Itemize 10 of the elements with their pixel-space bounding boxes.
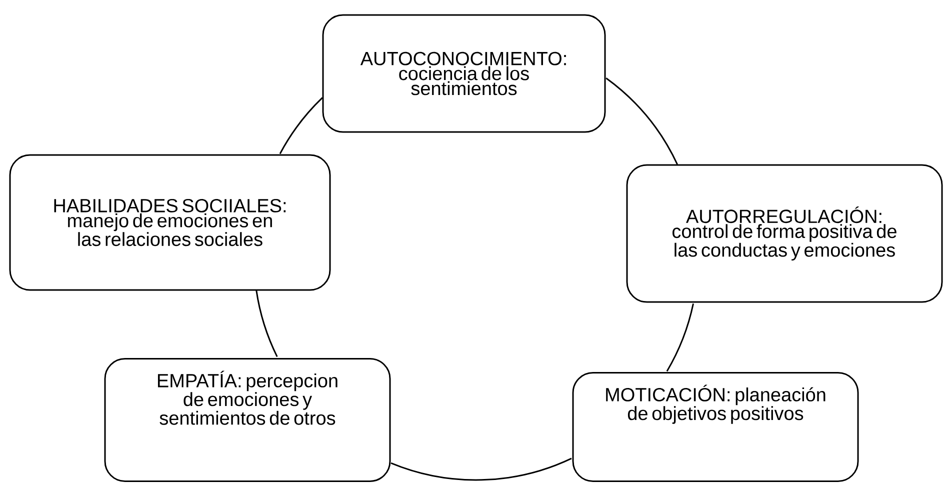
connector-arc bbox=[256, 290, 278, 357]
process-box: EMPATÍA: percepcion de emociones y sentimientos de otros bbox=[104, 358, 391, 482]
connector-arc bbox=[606, 78, 678, 165]
process-box: AUTOCONOCIMIENTO: cociencia de los sentimientos bbox=[322, 14, 606, 133]
connector-arc bbox=[390, 458, 572, 481]
process-box: HABILIDADES SOCIIALES: manejo de emociones en las relaciones sociales bbox=[9, 154, 331, 291]
process-box: AUTORREGULACIÓN: control de forma positiva de las conductas y emociones bbox=[626, 164, 943, 303]
connector-arc bbox=[666, 303, 694, 372]
connector-arc bbox=[279, 97, 323, 154]
process-box: MOTICACIÓN: planeación de objetivos positivos bbox=[572, 372, 859, 482]
